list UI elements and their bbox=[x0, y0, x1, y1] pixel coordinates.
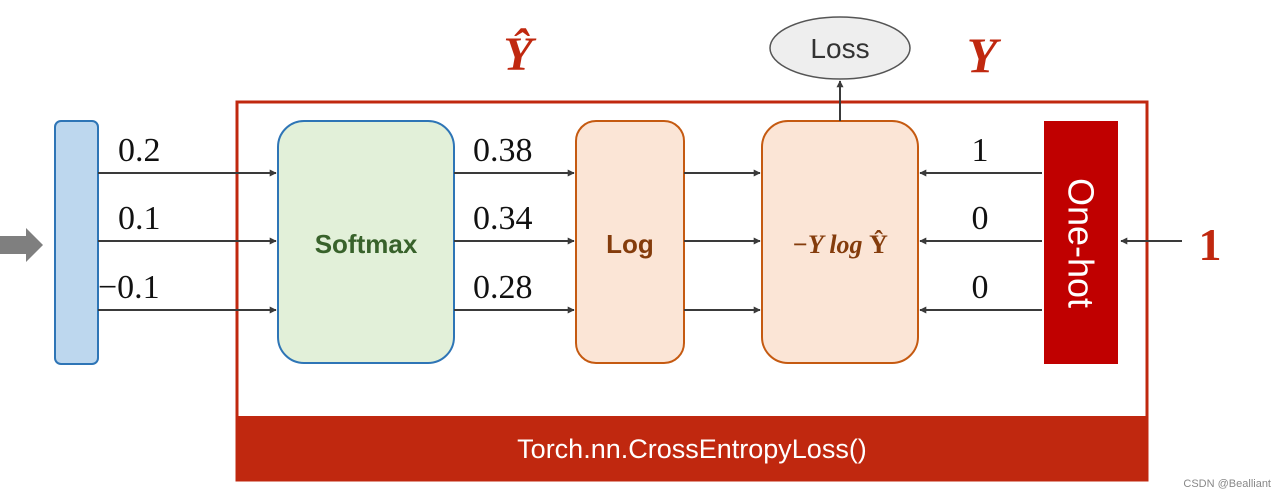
prob-value-2: 0.28 bbox=[473, 269, 533, 306]
y-label: Y bbox=[967, 27, 1002, 83]
logit-value-2: −0.1 bbox=[98, 269, 160, 306]
y-hat-label: Ŷ bbox=[503, 27, 536, 81]
footer-bar bbox=[237, 416, 1147, 480]
onehot-label: One-hot bbox=[1061, 178, 1102, 308]
logit-value-1: 0.1 bbox=[118, 200, 161, 237]
loss-formula-yhat: Ŷ bbox=[869, 230, 888, 259]
connector-arrows bbox=[98, 80, 1182, 314]
loss-formula-prefix: −Y log bbox=[792, 230, 869, 259]
loss-label: Loss bbox=[810, 33, 869, 64]
value-labels: 0.2 0.38 1 0.1 0.34 0 −0.1 0.28 0 bbox=[98, 132, 989, 306]
loss-node bbox=[769, 16, 911, 80]
onehot-block bbox=[1044, 121, 1118, 364]
footer-label: Torch.nn.CrossEntropyLoss() bbox=[517, 434, 867, 464]
target-value-0: 1 bbox=[972, 132, 989, 169]
prob-value-0: 0.38 bbox=[473, 132, 533, 169]
target-value-2: 0 bbox=[972, 269, 989, 306]
input-arrow-head bbox=[26, 228, 43, 262]
log-label: Log bbox=[606, 229, 654, 259]
watermark: CSDN @Bealliant bbox=[1183, 478, 1271, 490]
target-value-1: 0 bbox=[972, 200, 989, 237]
prob-value-1: 0.34 bbox=[473, 200, 533, 237]
input-layer-bar bbox=[54, 120, 99, 365]
softmax-label: Softmax bbox=[315, 229, 418, 259]
loss-formula: −Y log Ŷ bbox=[792, 230, 888, 259]
input-arrow-shaft bbox=[0, 236, 26, 254]
class-index-label: 1 bbox=[1199, 219, 1222, 270]
logit-value-0: 0.2 bbox=[118, 132, 161, 169]
